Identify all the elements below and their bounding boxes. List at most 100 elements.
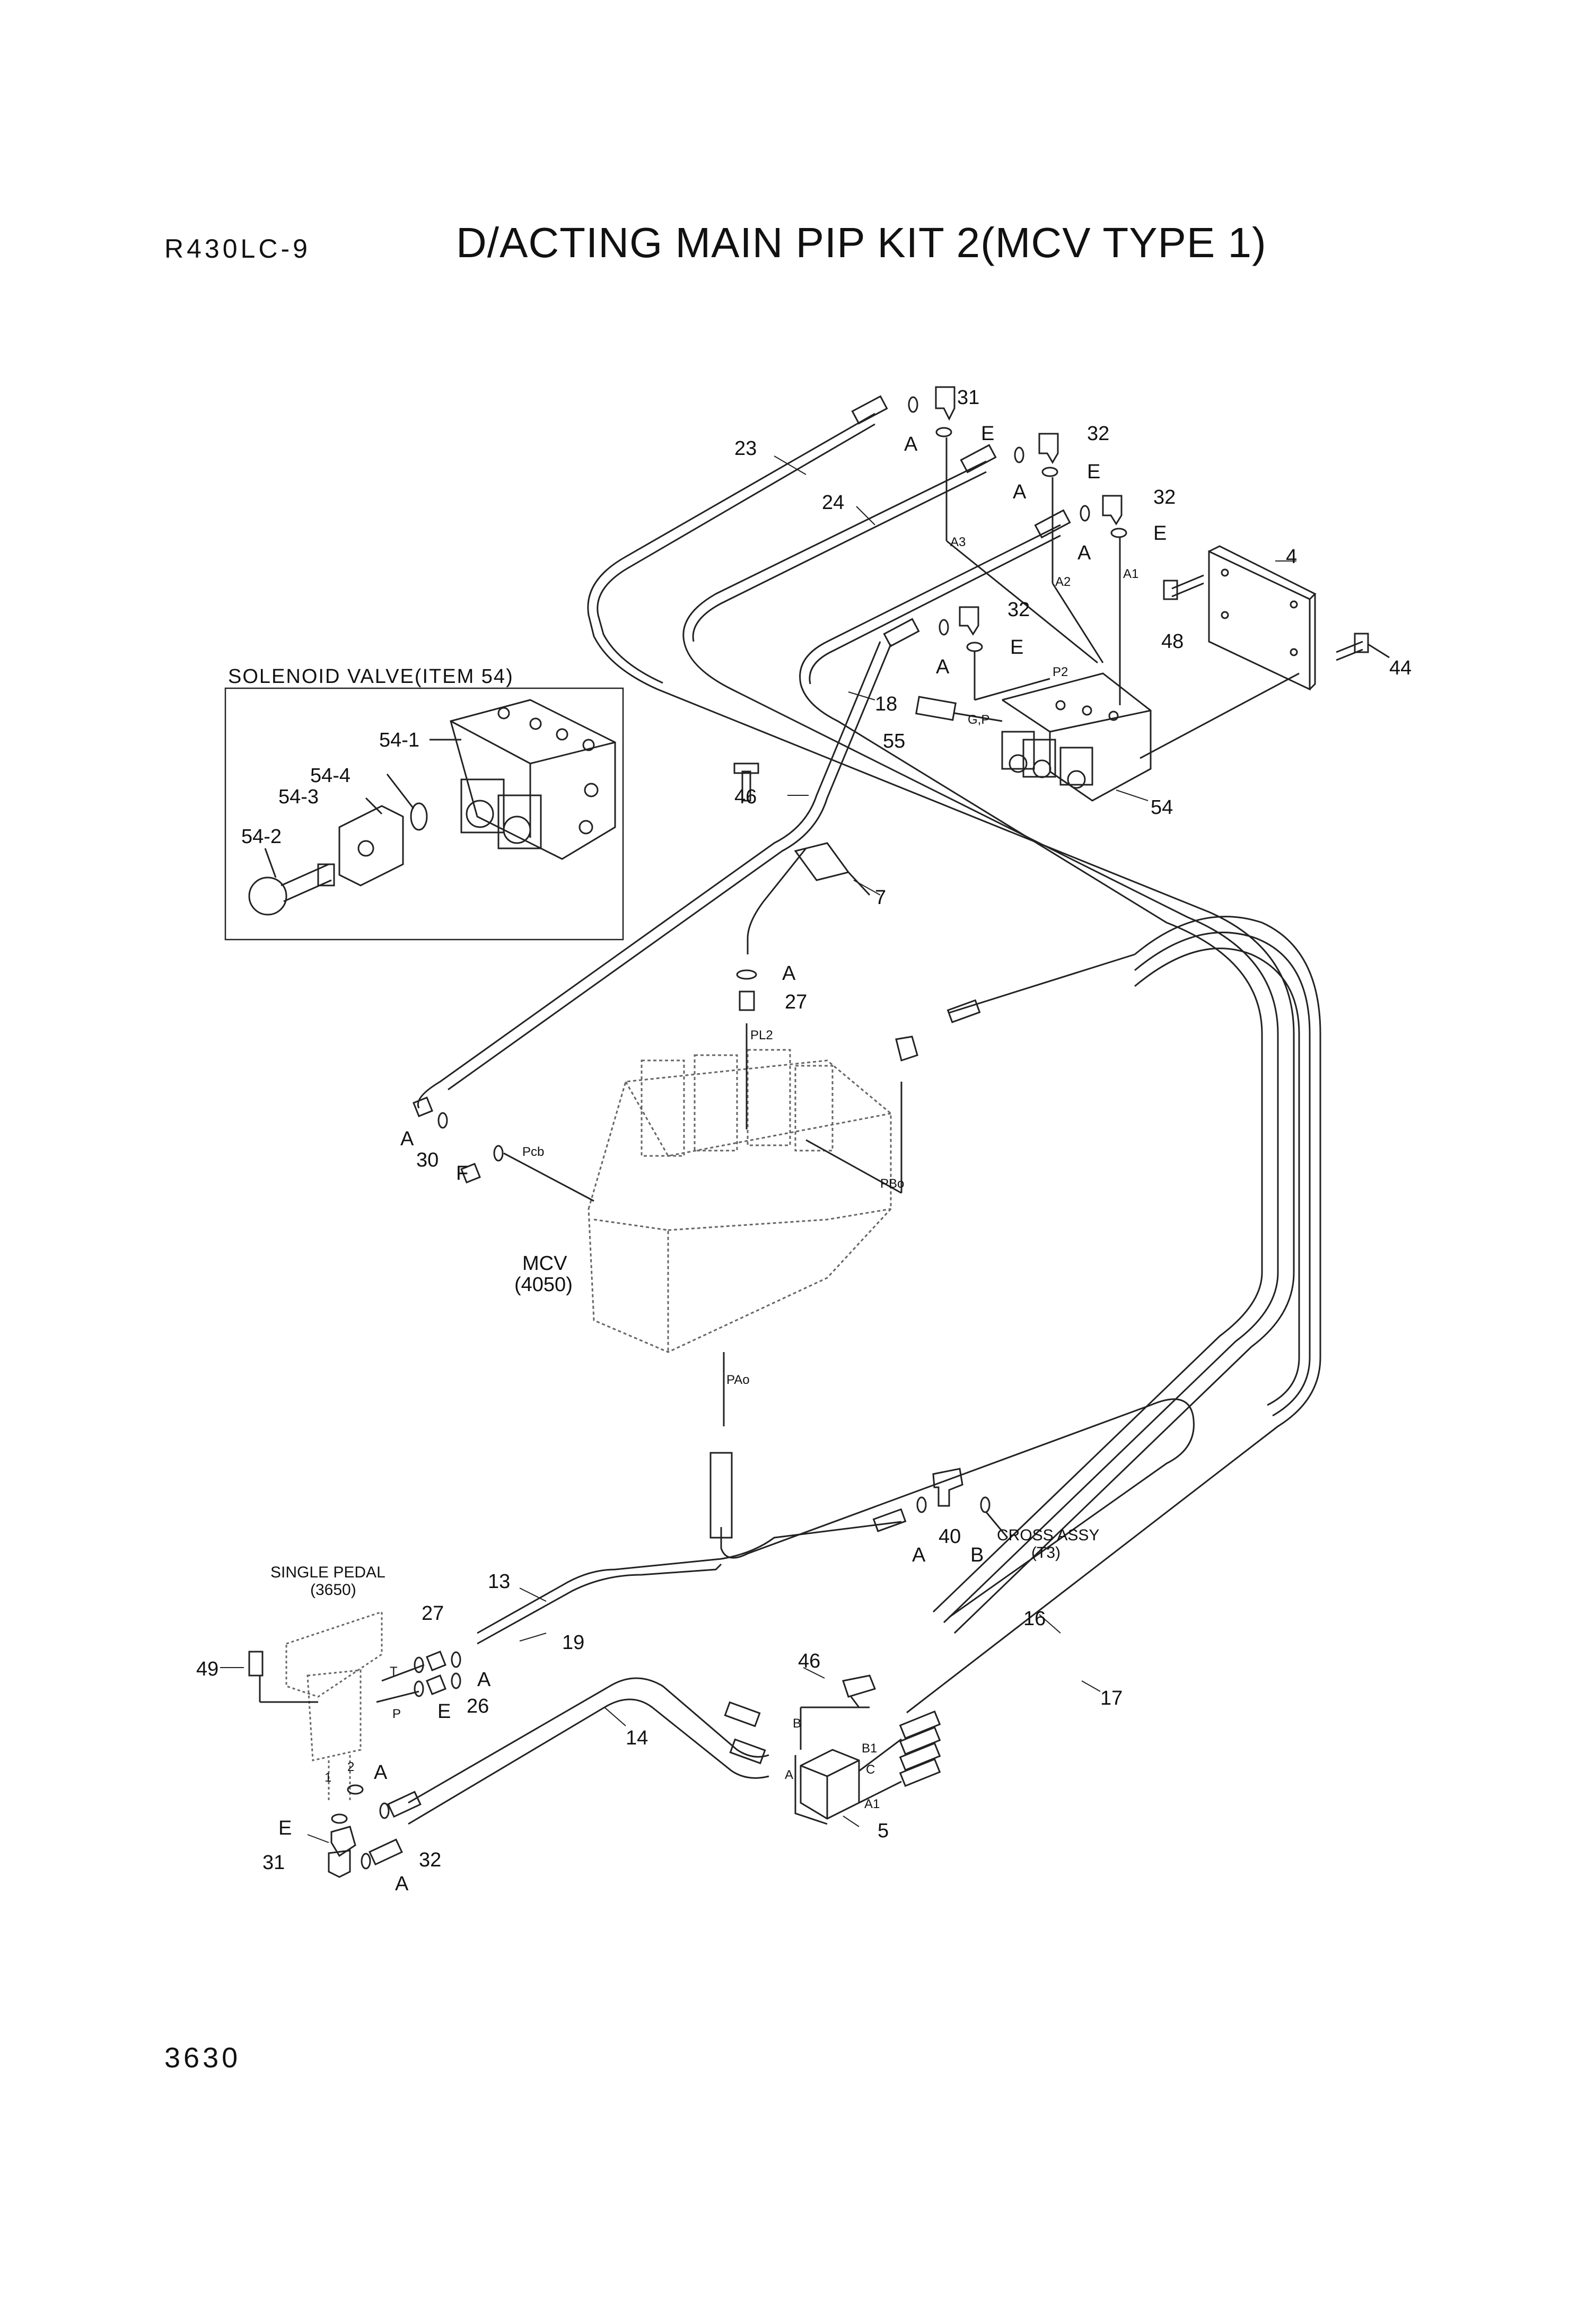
letter-b: B xyxy=(970,1544,984,1566)
callout-26: 26 xyxy=(467,1695,489,1717)
cross-assy-part-number: (T3) xyxy=(1031,1544,1061,1562)
hose-23 xyxy=(587,413,1295,1634)
port-a2: A2 xyxy=(1055,575,1071,589)
callout-27: 27 xyxy=(422,1602,444,1625)
hose-14 xyxy=(408,1677,769,1825)
callout-32: 32 xyxy=(1007,599,1030,621)
port-a3: A3 xyxy=(950,535,966,549)
single-pedal-label: SINGLE PEDAL xyxy=(270,1564,385,1581)
port-pbo: PBo xyxy=(880,1177,904,1191)
port-p2: P2 xyxy=(1053,665,1068,679)
hose-18 xyxy=(799,524,1263,1613)
callout-numbers: 31 23 32 24 32 4 48 44 32 18 55 54 46 7 … xyxy=(196,387,1412,1874)
port-a: A xyxy=(785,1768,793,1782)
callout-31: 31 xyxy=(262,1852,285,1874)
port-a1: A1 xyxy=(864,1797,880,1811)
hose-24 xyxy=(682,460,1279,1624)
callout-32: 32 xyxy=(419,1849,441,1871)
callout-54-1: 54-1 xyxy=(379,729,419,751)
port-labels: A3 A2 A1 P2 G,P PL2 Pcb PBo PAo T P 1 2 … xyxy=(325,535,1138,1811)
callout-49: 49 xyxy=(196,1658,218,1680)
letter-a: A xyxy=(395,1873,409,1895)
fitting-letters: A E A E A E A E A A F A B A E A E A xyxy=(278,423,1167,1895)
mcv-pilot-lines xyxy=(503,1023,902,1539)
callout-46: 46 xyxy=(798,1650,820,1672)
callout-14: 14 xyxy=(626,1727,648,1749)
port-1: 1 xyxy=(325,1770,331,1785)
callout-31: 31 xyxy=(957,387,979,409)
port-a1: A1 xyxy=(1123,567,1138,581)
port-pl2: PL2 xyxy=(750,1028,773,1042)
hose-16-17 xyxy=(906,916,1321,1714)
hose-13-19 xyxy=(477,1398,1195,1645)
callout-17: 17 xyxy=(1100,1687,1123,1709)
letter-e: E xyxy=(981,423,994,445)
port-pao: PAo xyxy=(726,1373,750,1387)
letter-a: A xyxy=(936,656,950,678)
page-title: D/ACTING MAIN PIP KIT 2(MCV TYPE 1) xyxy=(456,219,1267,266)
callout-54-4: 54-4 xyxy=(310,765,350,787)
port-c: C xyxy=(866,1762,875,1777)
letter-e: E xyxy=(437,1700,451,1723)
callout-7: 7 xyxy=(875,887,886,909)
single-pedal-part-number: (3650) xyxy=(310,1581,356,1599)
callout-16: 16 xyxy=(1023,1608,1046,1630)
port-gp: G,P xyxy=(968,713,989,727)
top-fittings xyxy=(851,386,1127,705)
callout-leaders xyxy=(220,455,1296,1843)
letter-e: E xyxy=(1087,461,1100,483)
callout-18: 18 xyxy=(875,693,897,715)
model-number: R430LC-9 xyxy=(164,234,311,264)
letter-a: A xyxy=(904,433,918,455)
mcv-ghost xyxy=(588,1049,892,1353)
callout-55: 55 xyxy=(883,730,905,752)
mcv-label: MCV xyxy=(522,1252,567,1275)
callout-19: 19 xyxy=(562,1632,584,1654)
port-pcb: Pcb xyxy=(522,1145,544,1159)
callout-30: 30 xyxy=(416,1149,439,1171)
solenoid-valve-54 xyxy=(1001,672,1300,802)
letter-a: A xyxy=(1013,481,1027,503)
callout-24: 24 xyxy=(822,492,844,514)
callout-4: 4 xyxy=(1286,546,1297,568)
inset-title: SOLENOID VALVE(ITEM 54) xyxy=(228,665,514,688)
letter-a: A xyxy=(400,1128,414,1150)
callout-40: 40 xyxy=(939,1525,961,1548)
solenoid-inset-frame xyxy=(224,687,624,941)
callout-54: 54 xyxy=(1151,796,1173,819)
letter-a: A xyxy=(782,962,796,985)
callout-13: 13 xyxy=(488,1571,510,1593)
callout-54-3: 54-3 xyxy=(278,786,319,808)
bracket-plate-4 xyxy=(1163,545,1390,691)
hose-7 xyxy=(417,641,892,1109)
letter-e: E xyxy=(1010,636,1023,659)
port-b: B xyxy=(793,1716,801,1731)
callout-27: 27 xyxy=(785,991,807,1013)
callout-32: 32 xyxy=(1153,486,1176,508)
callout-48: 48 xyxy=(1161,630,1184,653)
port-2: 2 xyxy=(347,1760,354,1774)
letter-e: E xyxy=(278,1817,292,1839)
callout-32: 32 xyxy=(1087,423,1109,445)
pedal-fittings xyxy=(248,1651,461,1878)
letter-e: E xyxy=(1153,522,1167,545)
port-p: P xyxy=(392,1707,401,1721)
callout-5: 5 xyxy=(878,1820,889,1842)
callout-54-2: 54-2 xyxy=(241,826,282,848)
callout-44: 44 xyxy=(1389,657,1412,679)
port-b1: B1 xyxy=(862,1741,877,1756)
callout-23: 23 xyxy=(734,437,757,460)
pressure-sensor-55 xyxy=(915,696,1003,722)
cross-assy-fittings xyxy=(872,1468,1009,1538)
page-number: 3630 xyxy=(164,2042,241,2074)
letter-a: A xyxy=(374,1761,388,1784)
letter-a: A xyxy=(1077,542,1091,564)
single-pedal-ghost xyxy=(285,1610,383,1803)
letter-a: A xyxy=(912,1544,926,1566)
port-t: T xyxy=(390,1664,398,1679)
cross-assy-label: CROSS ASSY xyxy=(997,1527,1099,1544)
letter-f: F xyxy=(456,1162,468,1185)
junction-block-5 xyxy=(724,1674,941,1825)
